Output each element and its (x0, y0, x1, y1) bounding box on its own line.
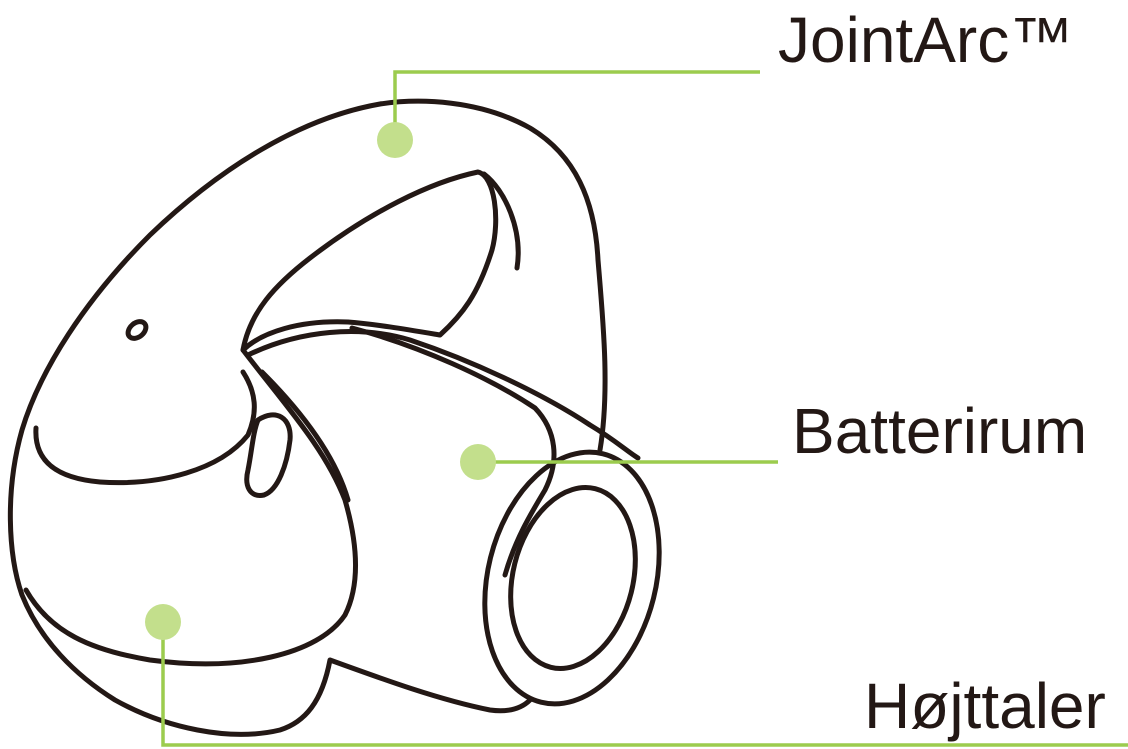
callout-labels: JointArc™ Batterirum Højttaler (778, 4, 1106, 742)
mic-port (125, 319, 149, 341)
earbud-outer-outline (7, 98, 608, 737)
battery-top-edge (245, 329, 641, 461)
battery-end-cap-outer (482, 449, 662, 707)
arc-inner-rim (481, 171, 521, 271)
callout-markers (145, 122, 496, 640)
earbud-head-contour (33, 369, 257, 486)
label-joint-arc: JointArc™ (778, 4, 1073, 76)
marker-dot-speaker (145, 604, 181, 640)
leader-line-joint-arc (393, 70, 760, 140)
speaker-front-lip (23, 347, 358, 667)
label-speaker: Højttaler (864, 670, 1106, 742)
callout-leaders (161, 70, 1128, 747)
leader-line-speaker (161, 622, 1128, 747)
marker-dot-joint-arc (377, 122, 413, 158)
label-battery: Batterirum (792, 395, 1087, 467)
battery-ridge (349, 325, 557, 578)
battery-end-cap-inner (508, 485, 638, 671)
earbud-illustration (7, 98, 662, 737)
marker-dot-battery (460, 444, 496, 480)
ear-notch (244, 412, 293, 498)
battery-bottom-edge (259, 369, 351, 503)
arc-inner-opening (240, 169, 499, 353)
